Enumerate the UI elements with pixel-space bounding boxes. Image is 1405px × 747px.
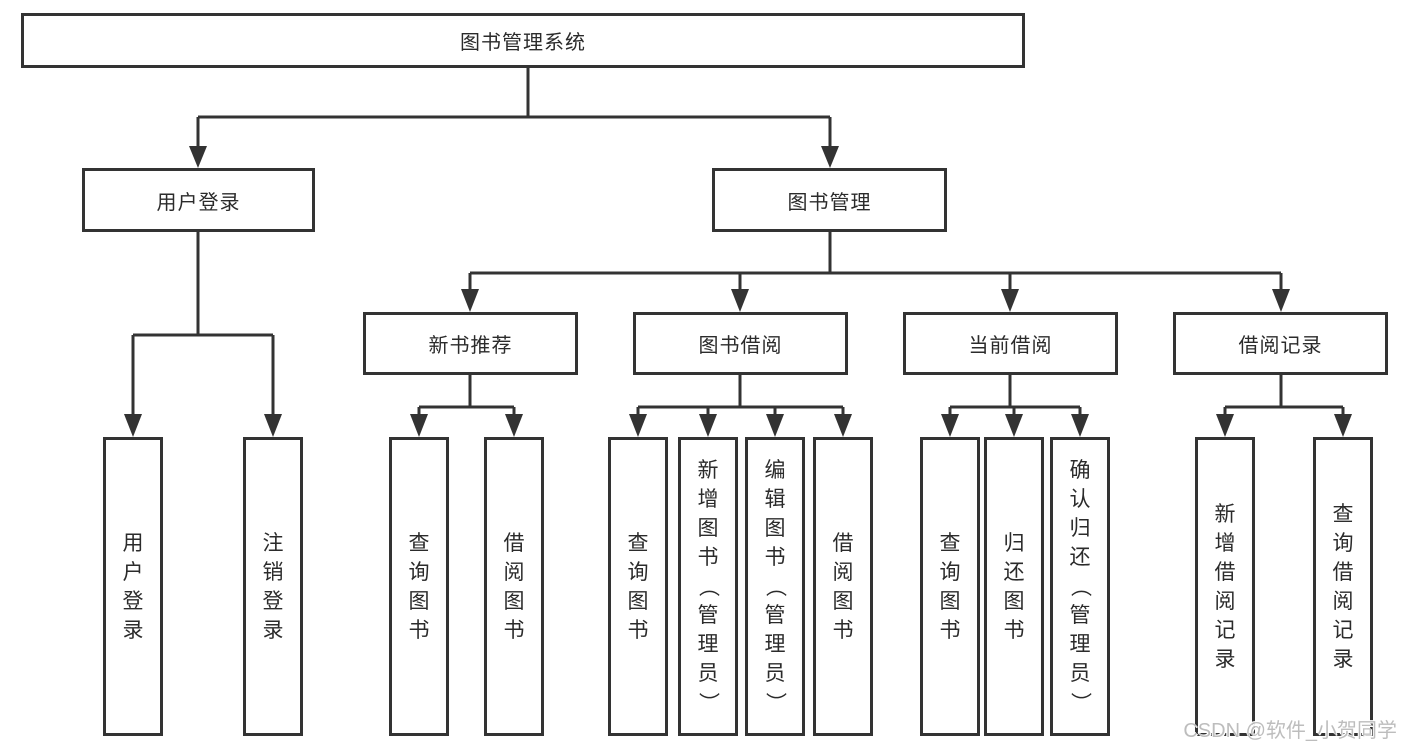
leaf-query-books-borrow: 查询图书 — [608, 437, 668, 736]
leaf-edit-book-admin: 编辑图书（管理员） — [745, 437, 805, 736]
leaf-user-login: 用户登录 — [103, 437, 163, 736]
csdn-watermark: CSDN @软件_小贺同学 — [1183, 720, 1397, 742]
leaf-query-books-recommend: 查询图书 — [389, 437, 449, 736]
node-library-system-root: 图书管理系统 — [21, 13, 1025, 68]
leaf-add-book-admin: 新增图书（管理员） — [678, 437, 738, 736]
node-borrow-records: 借阅记录 — [1173, 312, 1388, 375]
leaf-logout: 注销登录 — [243, 437, 303, 736]
node-user-login-branch: 用户登录 — [82, 168, 315, 232]
node-book-borrow: 图书借阅 — [633, 312, 848, 375]
leaf-confirm-return-admin: 确认归还（管理员） — [1050, 437, 1110, 736]
leaf-add-borrow-record: 新增借阅记录 — [1195, 437, 1255, 736]
leaf-borrow-books-recommend: 借阅图书 — [484, 437, 544, 736]
leaf-return-book: 归还图书 — [984, 437, 1044, 736]
leaf-query-borrow-record: 查询借阅记录 — [1313, 437, 1373, 736]
node-current-borrow: 当前借阅 — [903, 312, 1118, 375]
leaf-borrow-books: 借阅图书 — [813, 437, 873, 736]
node-new-book-recommend: 新书推荐 — [363, 312, 578, 375]
leaf-query-books-current: 查询图书 — [920, 437, 980, 736]
node-book-management-branch: 图书管理 — [712, 168, 947, 232]
